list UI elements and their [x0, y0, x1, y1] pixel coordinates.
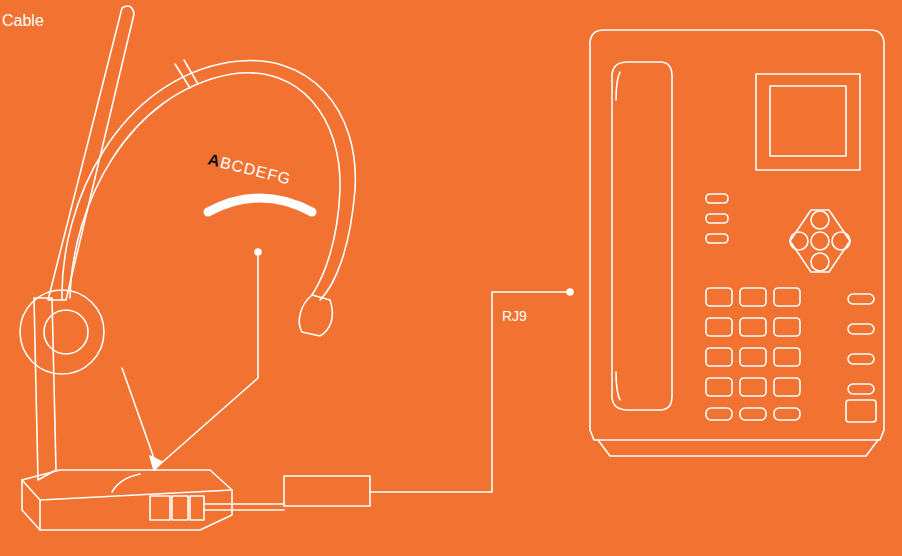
key [706, 234, 728, 243]
phone-body [590, 30, 884, 440]
key [740, 288, 766, 306]
key [774, 288, 800, 306]
base-stand [34, 298, 56, 480]
port [190, 496, 204, 520]
base-box [22, 470, 232, 530]
port [150, 496, 170, 520]
base-edges [22, 480, 232, 530]
key [706, 408, 732, 420]
key [706, 214, 728, 223]
key [848, 294, 874, 304]
leader-line [158, 252, 258, 466]
dpad-key [811, 232, 829, 250]
ear-cup-inner [44, 310, 88, 354]
key [740, 318, 766, 336]
cable-adapter [284, 476, 370, 506]
dpad-outline [790, 210, 850, 272]
phone-base [598, 440, 878, 456]
key [848, 354, 874, 364]
key [774, 348, 800, 366]
cable [204, 292, 568, 504]
key [774, 378, 800, 396]
headband-inner [70, 73, 340, 298]
cable [204, 509, 284, 511]
key [774, 318, 800, 336]
key [774, 408, 800, 420]
key [740, 408, 766, 420]
base-cradle [112, 474, 140, 492]
key [740, 378, 766, 396]
key [740, 348, 766, 366]
leader-line [122, 368, 156, 464]
port [172, 496, 188, 520]
mic-tip [299, 295, 332, 336]
screen [770, 86, 846, 156]
ear-cup [20, 290, 104, 374]
key [706, 288, 732, 306]
dpad-key [811, 253, 829, 271]
key [706, 348, 732, 366]
screen-frame [756, 74, 860, 170]
connector-dot [567, 289, 573, 295]
slider-switch [208, 198, 312, 212]
cable-label: Cable [2, 12, 44, 30]
key [846, 400, 876, 422]
headband [62, 60, 355, 300]
dpad-key [832, 232, 850, 250]
connector-label: RJ9 [502, 308, 527, 324]
dpad-key [811, 211, 829, 229]
key [706, 318, 732, 336]
key [848, 384, 874, 394]
keypad [706, 288, 874, 396]
key [848, 324, 874, 334]
handset [612, 62, 672, 410]
dpad-key [790, 232, 808, 250]
slider-position-letters: ABCDEFG [206, 151, 293, 189]
mic-boom [48, 6, 134, 300]
handset-detail [616, 72, 620, 400]
headband-clip [175, 60, 198, 88]
key [706, 194, 728, 203]
key [706, 378, 732, 396]
arrowhead [150, 456, 162, 470]
